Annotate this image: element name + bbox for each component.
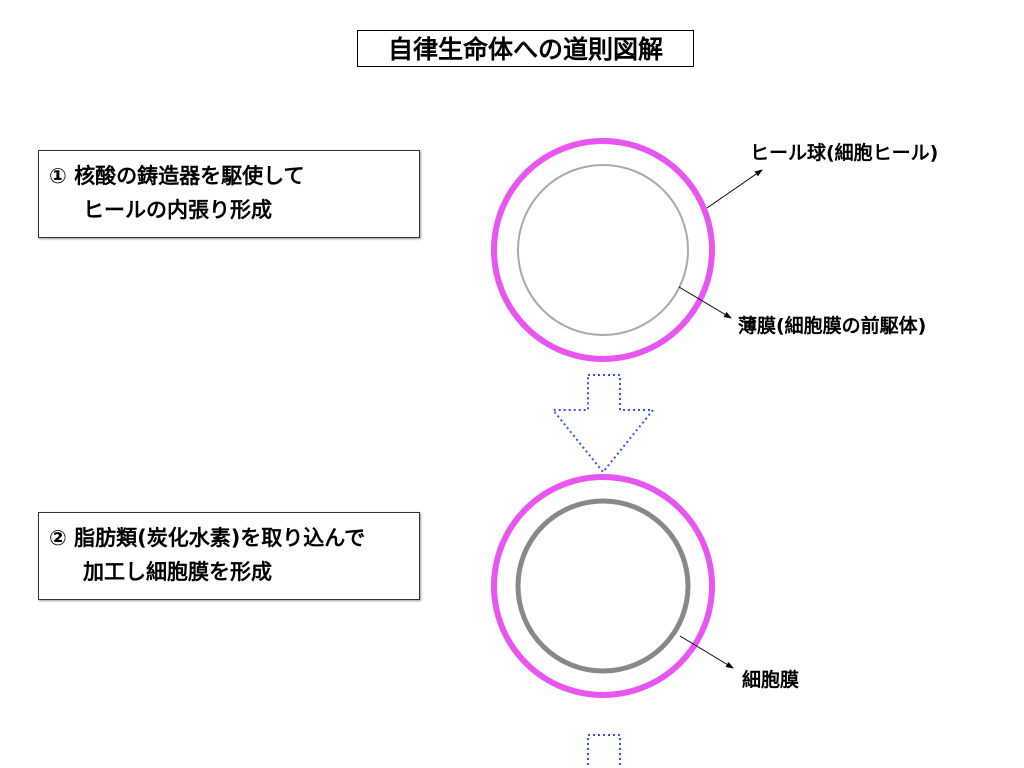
- step-1-number: ①: [49, 164, 67, 188]
- step-2-line1: 脂肪類(炭化水素)を取り込んで: [74, 526, 366, 550]
- step-2-box: ② 脂肪類(炭化水素)を取り込んで 加工し細胞膜を形成: [38, 512, 420, 600]
- step-2-number: ②: [49, 526, 67, 550]
- cell-membrane-ring: [515, 498, 691, 674]
- thin-membrane-pointer-arrow: [678, 286, 732, 319]
- down-arrow-2: [587, 734, 621, 768]
- cell-outer-ring: [491, 474, 715, 698]
- step-1-line2: ヒールの内張り形成: [83, 198, 272, 222]
- heal-sphere-outer-ring: [491, 138, 715, 362]
- heal-sphere-pointer-arrow: [706, 169, 763, 209]
- page-title: 自律生命体への道則図解: [357, 30, 694, 67]
- step-1-box: ① 核酸の鋳造器を駆使して ヒールの内張り形成: [38, 150, 420, 238]
- cell-membrane-label: 細胞膜: [742, 669, 800, 691]
- step-1-line1: 核酸の鋳造器を駆使して: [74, 164, 305, 188]
- cell-membrane-pointer-arrow: [679, 635, 734, 669]
- thin-membrane-label: 薄膜(細胞膜の前駆体): [738, 315, 927, 337]
- step-2-line2: 加工し細胞膜を形成: [83, 560, 272, 584]
- heal-sphere-label: ヒール球(細胞ヒール): [750, 142, 939, 164]
- down-arrow-1: [550, 374, 656, 474]
- thin-membrane-ring: [517, 164, 689, 336]
